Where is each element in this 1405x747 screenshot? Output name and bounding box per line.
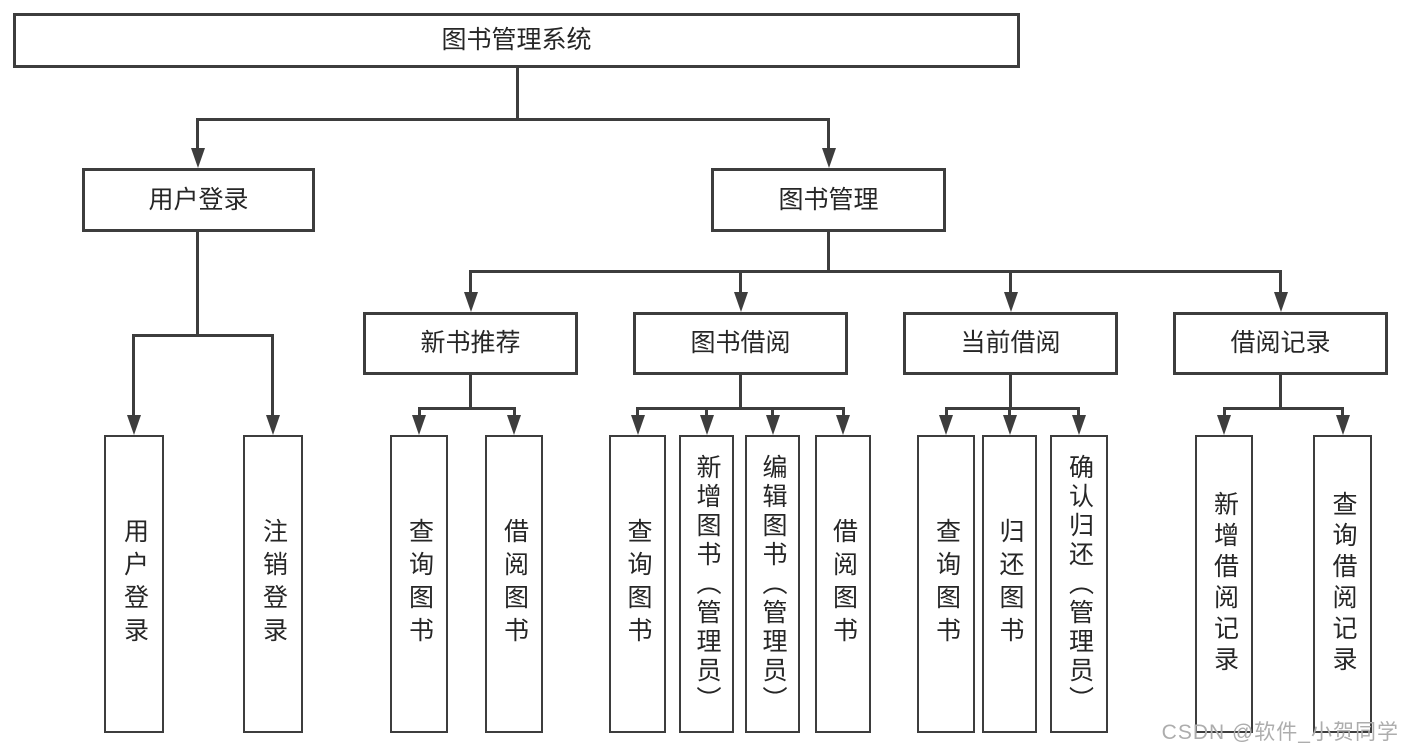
node-root: 图书管理系统 (13, 13, 1020, 68)
arrow-down-icon (266, 415, 280, 435)
connector-line (739, 375, 742, 410)
connector-line (1008, 407, 1011, 417)
leaf-user-login: 用户登录 (104, 435, 164, 733)
node-current-borrow-label: 当前借阅 (960, 329, 1061, 357)
leaf-current-query: 查询图书 (917, 435, 975, 733)
node-root-label: 图书管理系统 (441, 26, 592, 54)
arrow-down-icon (127, 415, 141, 435)
leaf-newbook-borrow-label: 借阅图书 (500, 518, 529, 650)
connector-line (197, 118, 830, 121)
leaf-current-return-label: 归还图书 (996, 518, 1024, 650)
arrow-down-icon (631, 415, 645, 435)
leaf-logout-label: 注销登录 (259, 518, 288, 650)
connector-line (636, 407, 639, 417)
arrow-down-icon (836, 415, 850, 435)
connector-line (469, 270, 472, 294)
connector-line (196, 232, 199, 337)
leaf-borrow-add-book: 新增图书（管理员） (679, 435, 734, 733)
connector-line (418, 407, 421, 417)
leaf-current-query-label: 查询图书 (932, 518, 961, 650)
arrow-down-icon (1004, 292, 1018, 312)
node-user-login-label: 用户登录 (148, 185, 249, 214)
connector-line (516, 67, 519, 120)
arrow-down-icon (464, 292, 478, 312)
leaf-borrow-add-book-label: 新增图书（管理员） (693, 453, 721, 715)
arrow-down-icon (507, 415, 521, 435)
arrow-down-icon (822, 148, 836, 168)
node-book-borrow: 图书借阅 (633, 312, 848, 375)
leaf-borrow-borrow-book: 借阅图书 (815, 435, 871, 733)
node-borrow-record-label: 借阅记录 (1230, 329, 1331, 357)
leaf-record-query-label: 查询借阅记录 (1329, 491, 1357, 677)
leaf-current-return: 归还图书 (982, 435, 1037, 733)
connector-line (771, 407, 774, 417)
connector-line (636, 407, 844, 410)
leaf-borrow-borrow-book-label: 借阅图书 (829, 518, 858, 650)
connector-line (705, 407, 708, 417)
node-book-borrow-label: 图书借阅 (690, 329, 791, 357)
arrow-down-icon (1003, 415, 1017, 435)
leaf-newbook-borrow: 借阅图书 (485, 435, 543, 733)
connector-line (1341, 407, 1344, 417)
arrow-down-icon (1336, 415, 1350, 435)
leaf-record-add-label: 新增借阅记录 (1210, 491, 1239, 677)
leaf-record-query: 查询借阅记录 (1313, 435, 1372, 733)
node-borrow-record: 借阅记录 (1173, 312, 1388, 375)
connector-line (945, 407, 1080, 410)
connector-line (1223, 407, 1226, 417)
arrow-down-icon (191, 148, 205, 168)
connector-line (945, 407, 948, 417)
leaf-borrow-query: 查询图书 (609, 435, 666, 733)
connector-line (1009, 375, 1012, 410)
connector-line (196, 118, 199, 150)
arrow-down-icon (1274, 292, 1288, 312)
connector-line (132, 334, 135, 417)
connector-line (1009, 270, 1012, 294)
leaf-borrow-edit-book-label: 编辑图书（管理员） (759, 453, 787, 715)
arrow-down-icon (766, 415, 780, 435)
connector-line (469, 270, 1282, 273)
connector-line (513, 407, 516, 417)
leaf-user-login-label: 用户登录 (120, 518, 149, 650)
leaf-current-confirm-return: 确认归还（管理员） (1050, 435, 1108, 733)
node-book-management-label: 图书管理 (778, 185, 879, 214)
leaf-logout: 注销登录 (243, 435, 303, 733)
connector-line (418, 407, 516, 410)
connector-line (827, 232, 830, 273)
node-new-book-recommend-label: 新书推荐 (420, 329, 521, 357)
connector-line (1223, 407, 1344, 410)
arrow-down-icon (1072, 415, 1086, 435)
connector-line (1077, 407, 1080, 417)
connector-line (1279, 375, 1282, 410)
connector-line (739, 270, 742, 294)
connector-line (132, 334, 274, 337)
arrow-down-icon (939, 415, 953, 435)
leaf-record-add: 新增借阅记录 (1195, 435, 1253, 733)
arrow-down-icon (412, 415, 426, 435)
leaf-newbook-query: 查询图书 (390, 435, 448, 733)
leaf-borrow-edit-book: 编辑图书（管理员） (745, 435, 800, 733)
connector-line (842, 407, 845, 417)
arrow-down-icon (700, 415, 714, 435)
node-book-management: 图书管理 (711, 168, 946, 232)
leaf-current-confirm-return-label: 确认归还（管理员） (1065, 453, 1094, 715)
node-new-book-recommend: 新书推荐 (363, 312, 578, 375)
leaf-borrow-query-label: 查询图书 (624, 518, 652, 650)
connector-line (469, 375, 472, 410)
leaf-newbook-query-label: 查询图书 (405, 518, 434, 650)
node-user-login: 用户登录 (82, 168, 315, 232)
arrow-down-icon (1217, 415, 1231, 435)
connector-line (1279, 270, 1282, 294)
watermark: CSDN @软件_小贺同学 (1161, 721, 1399, 744)
node-current-borrow: 当前借阅 (903, 312, 1118, 375)
connector-line (827, 118, 830, 150)
arrow-down-icon (734, 292, 748, 312)
connector-line (271, 334, 274, 417)
